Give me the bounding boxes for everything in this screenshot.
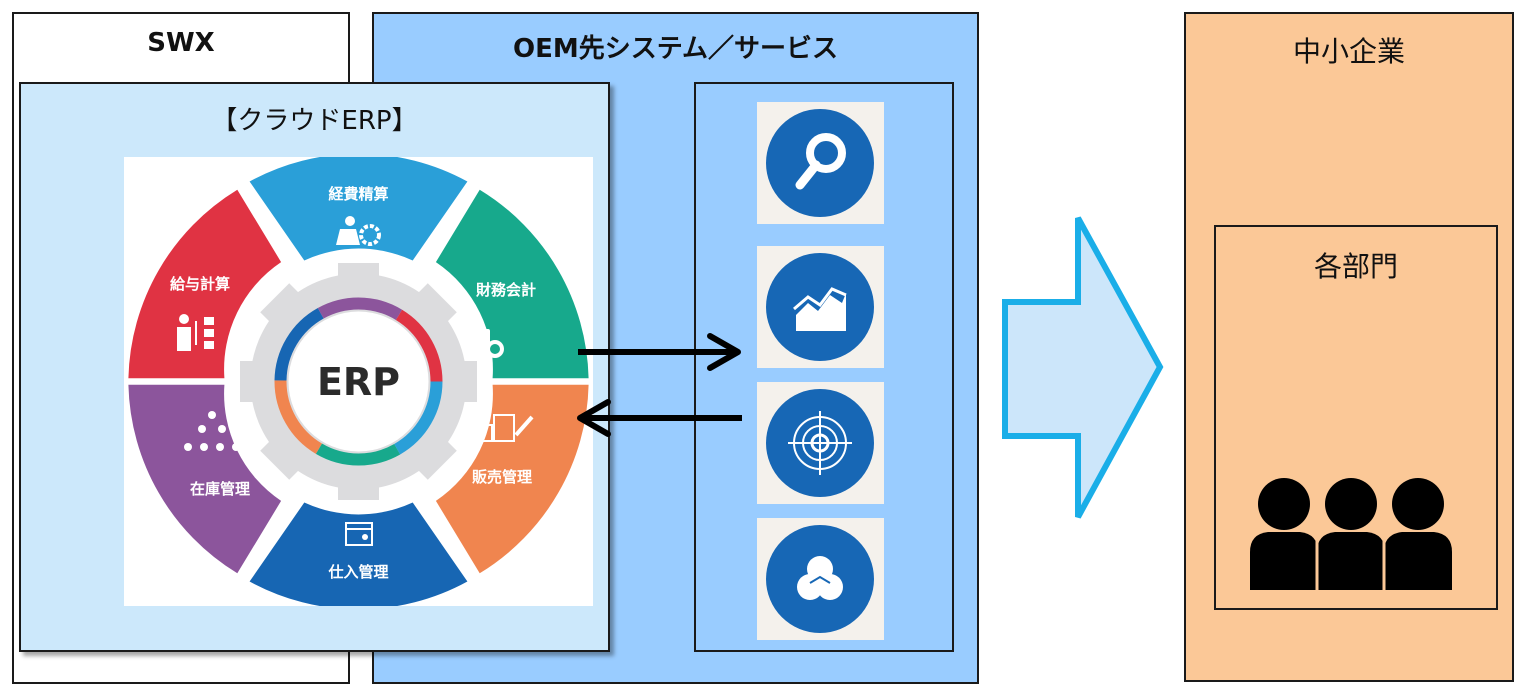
erp-wheel: 経費精算 財務会計 販売管理 <box>128 153 589 610</box>
swx-title: SWX <box>147 28 215 58</box>
org-person-icon <box>177 314 214 351</box>
circles-icon <box>766 525 874 633</box>
wheel-segment-zaimu: 財務会計 <box>435 189 589 379</box>
chart-icon <box>766 253 874 361</box>
segment-label-shiire: 仕入管理 <box>327 563 388 581</box>
wheel-segment-hanbai: 販売管理 <box>435 384 589 574</box>
erp-center-label: ERP <box>317 360 400 404</box>
wheel-segment-zaiko: 在庫管理 <box>128 384 282 574</box>
browser-gear-icon <box>345 522 373 546</box>
segment-label-zaimu: 財務会計 <box>475 281 536 299</box>
arrow-right <box>578 333 741 371</box>
service-tile-chart <box>757 246 884 368</box>
segment-label-hanbai: 販売管理 <box>472 468 532 486</box>
wheel-segment-shiire: 仕入管理 <box>249 502 468 610</box>
people-group-icon <box>1250 478 1452 590</box>
wheel-segment-keihi: 経費精算 <box>249 153 468 261</box>
hierarchy-icon <box>184 411 240 451</box>
search-icon <box>766 109 874 217</box>
big-right-arrow <box>1002 216 1164 519</box>
wheel-segment-kyuyo: 給与計算 <box>128 189 282 379</box>
arrow-left <box>577 399 742 437</box>
briefcase-euro-icon <box>464 323 504 358</box>
segment-label-keihi: 経費精算 <box>328 185 388 203</box>
person-gear-icon <box>336 216 381 246</box>
target-icon <box>766 389 874 497</box>
cloud-erp-title: 【クラウドERP】 <box>211 106 418 136</box>
service-tile-search <box>757 102 884 224</box>
clipboard-edit-icon <box>477 414 534 442</box>
erp-center-gear: ERP <box>240 263 477 500</box>
erp-wheel-card: 経費精算 財務会計 販売管理 <box>124 153 593 610</box>
segment-label-zaiko: 在庫管理 <box>190 480 250 498</box>
data-exchange-arrows <box>577 333 742 437</box>
oem-title: OEM先システム／サービス <box>513 34 838 64</box>
department-title: 各部門 <box>1313 250 1398 283</box>
service-tile-circles <box>757 518 884 640</box>
sme-title: 中小企業 <box>1292 35 1405 68</box>
service-tile-target <box>757 382 884 504</box>
segment-label-kyuyo: 給与計算 <box>170 275 230 293</box>
